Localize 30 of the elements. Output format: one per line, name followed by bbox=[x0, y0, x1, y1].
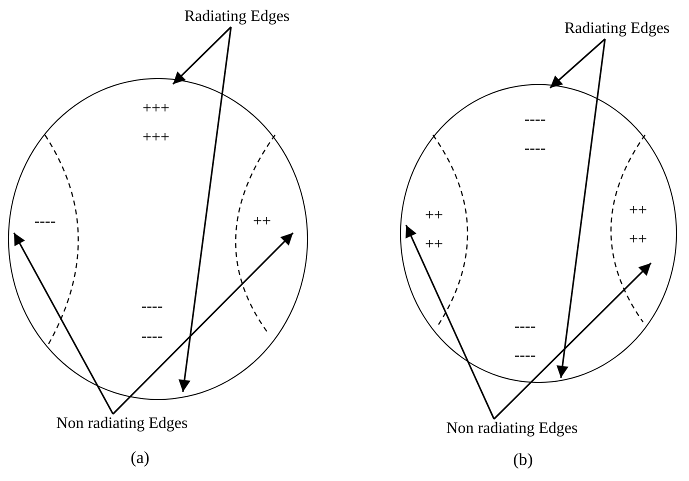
charge-sign: ---- bbox=[141, 328, 163, 346]
subfigure-caption: (b) bbox=[513, 451, 533, 469]
charge-sign: ---- bbox=[141, 298, 163, 316]
circular-patch bbox=[8, 78, 308, 400]
charge-sign: ++ bbox=[424, 236, 444, 254]
charge-sign: ---- bbox=[514, 347, 536, 365]
charge-sign: ---- bbox=[34, 213, 56, 231]
charge-sign: ---- bbox=[514, 318, 536, 336]
subfigure-caption: (a) bbox=[130, 449, 150, 467]
leader-line bbox=[172, 26, 232, 85]
charge-sign: ++ bbox=[628, 202, 648, 220]
callout-text: Radiating Edges bbox=[184, 8, 290, 26]
charge-sign: ---- bbox=[524, 140, 546, 158]
leader-line bbox=[556, 38, 606, 378]
charge-sign: ---- bbox=[524, 111, 546, 129]
charge-sign: +++ bbox=[142, 100, 170, 118]
charge-sign: ++ bbox=[252, 213, 272, 231]
leader-line bbox=[178, 26, 232, 392]
leader-line bbox=[405, 224, 495, 420]
leader-line bbox=[550, 38, 606, 88]
charge-sign: ++ bbox=[424, 207, 444, 225]
leader-line bbox=[112, 232, 294, 415]
callout-text: Non radiating Edges bbox=[446, 420, 578, 438]
circular-patch bbox=[400, 84, 677, 383]
leader-line bbox=[493, 262, 652, 420]
leader-line bbox=[13, 232, 114, 414]
callout-text: Non radiating Edges bbox=[56, 415, 188, 433]
charge-sign: +++ bbox=[142, 129, 170, 147]
callout-text: Radiating Edges bbox=[564, 20, 670, 38]
charge-sign: ++ bbox=[628, 231, 648, 249]
